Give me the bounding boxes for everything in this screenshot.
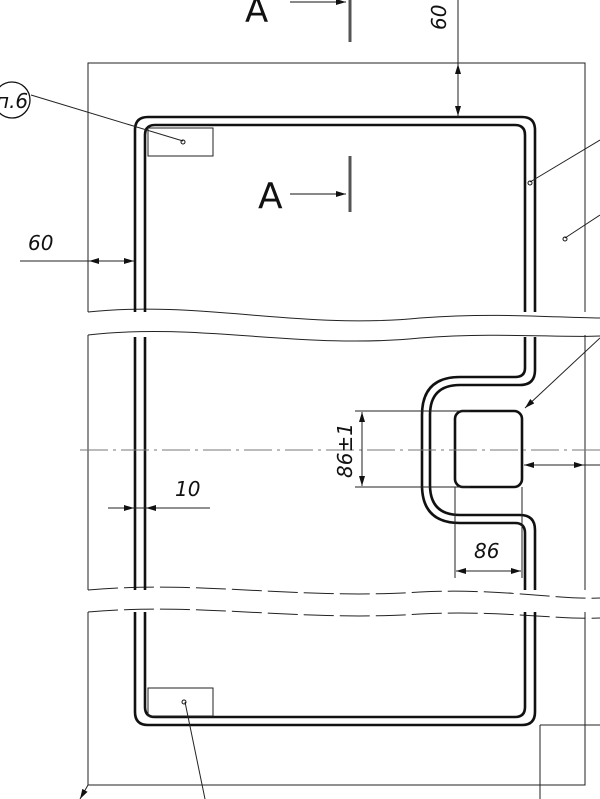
square-hole: [453, 409, 524, 489]
label-plate-top: [147, 127, 214, 157]
label-plate-bottom: [147, 687, 214, 717]
leader-lines: [30, 94, 600, 799]
dimension-hole-height: 86±1: [333, 410, 470, 488]
dimension-hole-width: 86: [454, 487, 523, 578]
note-reference-bubble: п.6: [0, 81, 31, 119]
svg-text:A: A: [258, 176, 283, 217]
section-mark-top: A: [245, 0, 352, 42]
svg-text:A: A: [245, 0, 268, 31]
section-mark-inner: A: [258, 156, 352, 217]
svg-text:86: 86: [474, 539, 499, 563]
svg-text:60: 60: [28, 231, 53, 255]
svg-text:86±1: 86±1: [333, 423, 357, 478]
svg-text:п.6: п.6: [0, 89, 28, 113]
plate-outline: [87, 62, 600, 786]
dimension-wall: 10: [108, 477, 210, 511]
frame-outline: [133, 115, 537, 727]
svg-text:60: 60: [427, 5, 451, 30]
dimension-left-gap: 60: [20, 231, 134, 264]
dimension-top-gap: 60: [427, 0, 461, 117]
svg-text:10: 10: [175, 477, 200, 501]
